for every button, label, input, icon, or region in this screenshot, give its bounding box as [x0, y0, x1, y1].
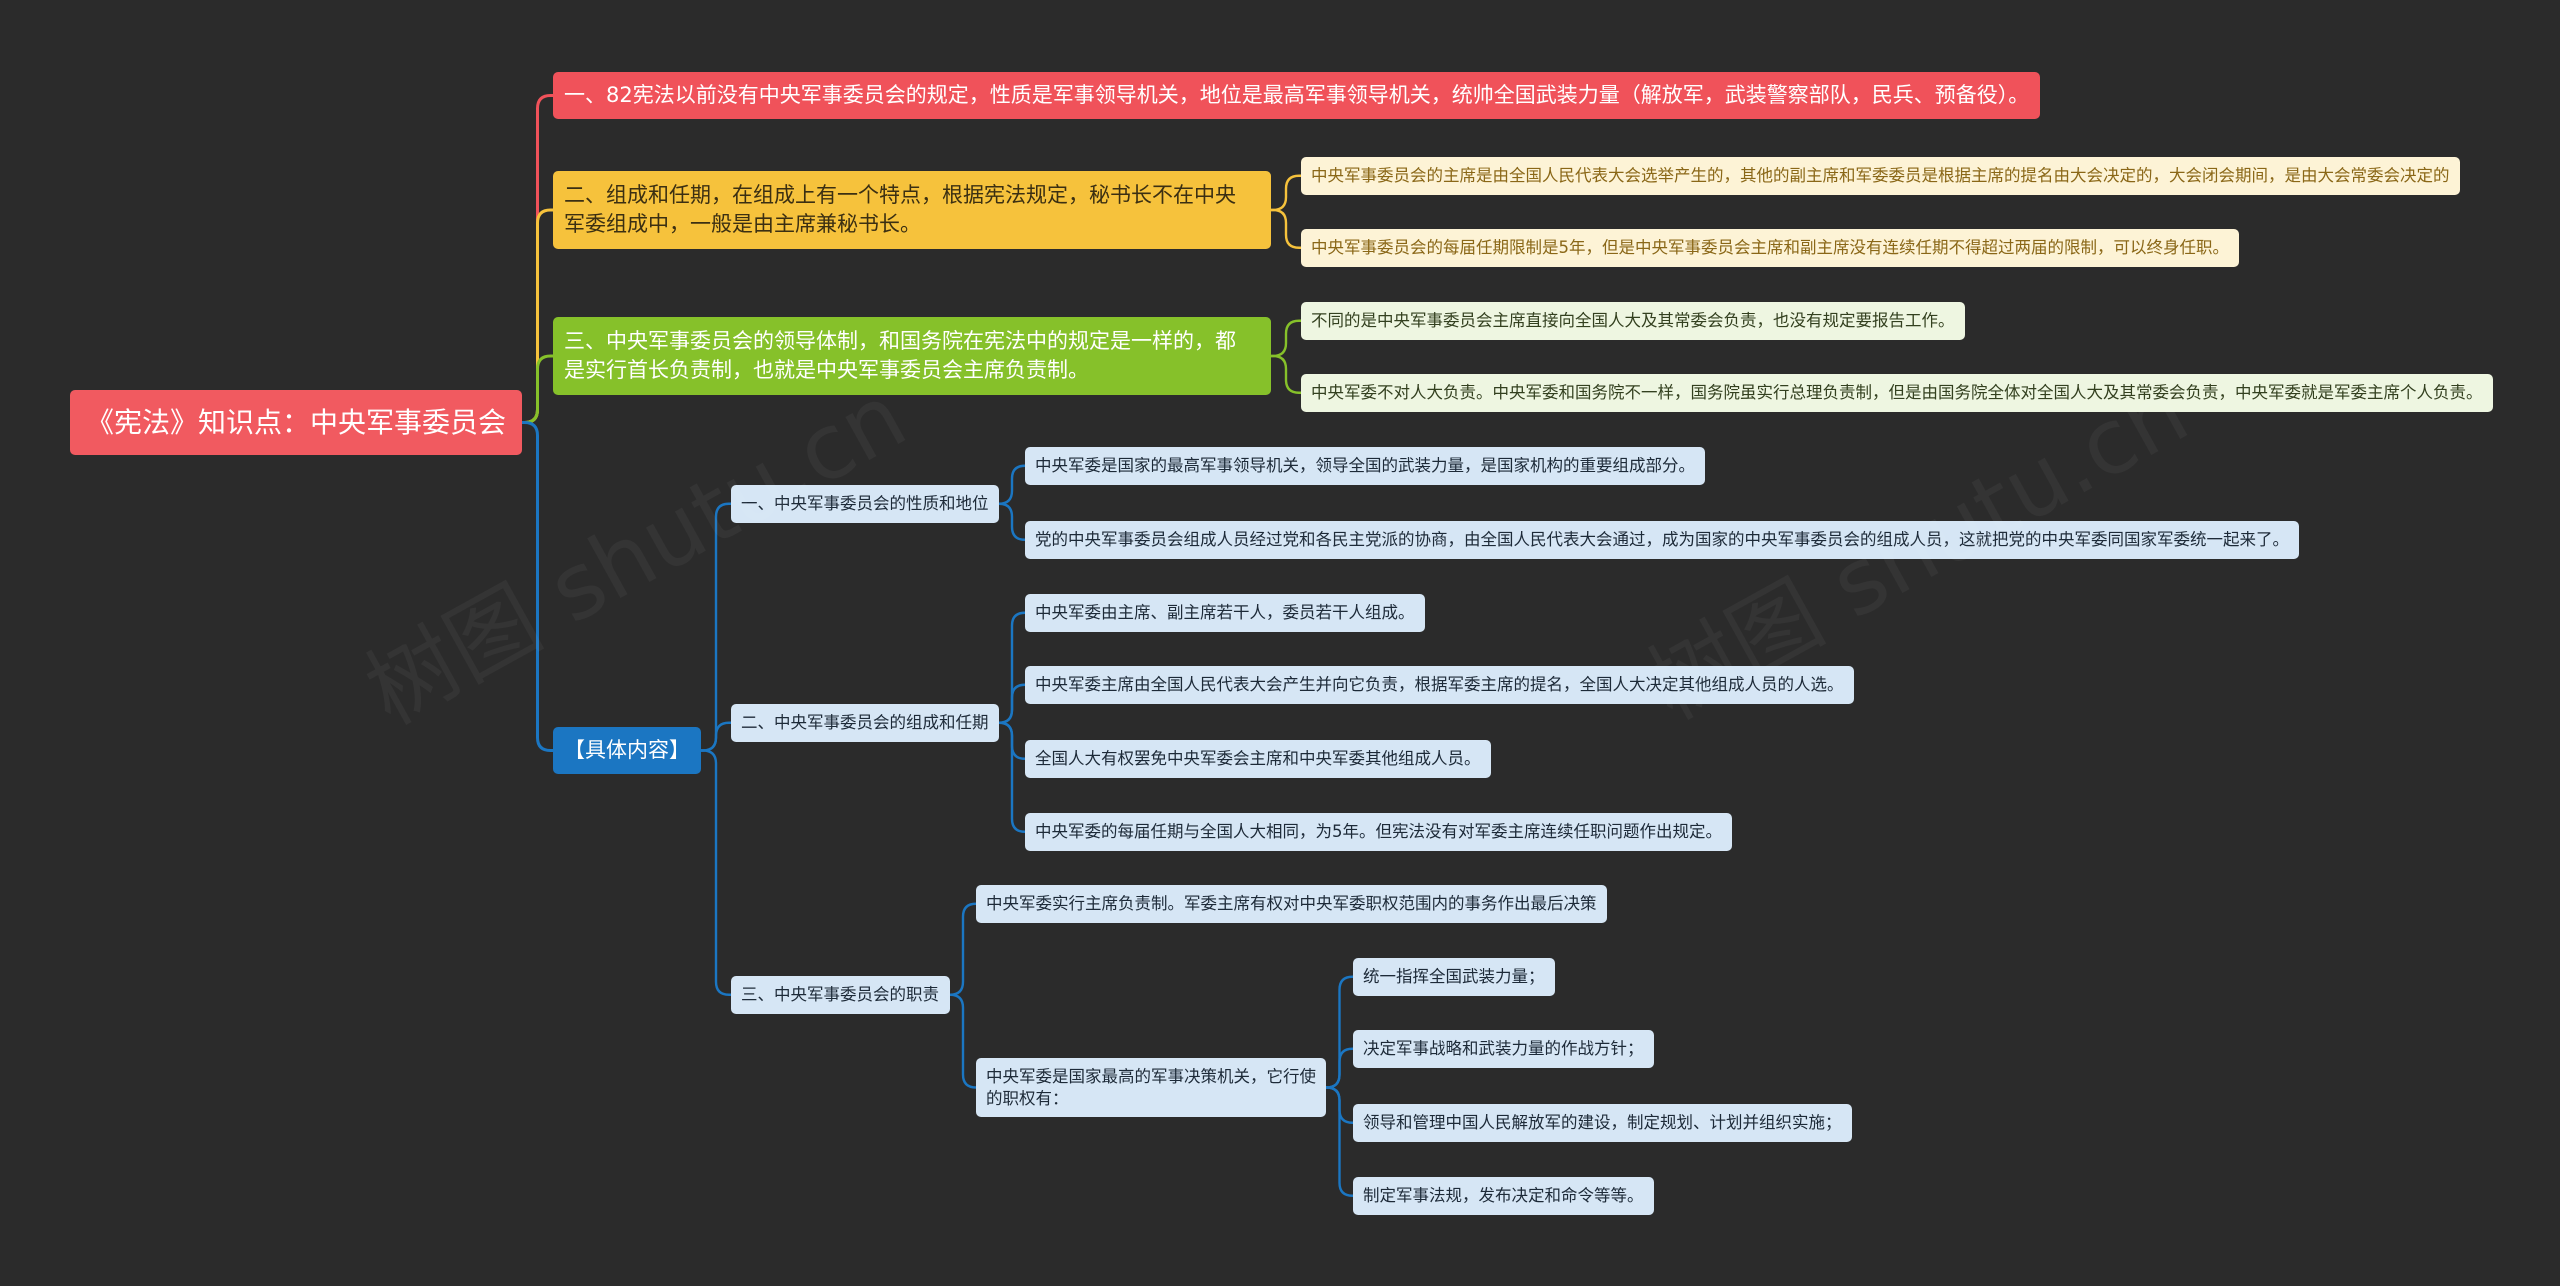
detail-node[interactable]: 中央军委的每届任期与全国人大相同，为5年。但宪法没有对军委主席连续任职问题作出规… [1025, 813, 1732, 851]
root-topic-label: 《宪法》知识点：中央军事委员会 [85, 406, 506, 439]
power-item-node[interactable]: 统一指挥全国武装力量； [1353, 958, 1555, 996]
branch-label: 一、82宪法以前没有中央军事委员会的规定，性质是军事领导机关，地位是最高军事领导… [564, 83, 2030, 107]
subtopic-node[interactable]: 三、中央军事委员会的职责 [731, 976, 950, 1014]
detail-node[interactable]: 中央军委不对人大负责。中央军委和国务院不一样，国务院虽实行总理负责制，但是由国务… [1301, 374, 2493, 412]
detail-node[interactable]: 全国人大有权罢免中央军委会主席和中央军委其他组成人员。 [1025, 740, 1491, 778]
connector-line [699, 721, 733, 752]
detail-label: 不同的是中央军事委员会主席直接向全国人大及其常委会负责，也没有规定要报告工作。 [1311, 311, 1955, 330]
connector-line [1269, 319, 1303, 358]
connector-line [520, 354, 555, 424]
detail-label: 中央军事委员会的每届任期限制是5年，但是中央军事委员会主席和副主席没有连续任期不… [1311, 238, 2229, 257]
subtopic-label: 一、中央军事委员会的性质和地位 [741, 494, 989, 513]
detail-label: 中央军委不对人大负责。中央军委和国务院不一样，国务院虽实行总理负责制，但是由国务… [1311, 383, 2483, 402]
connector-line [997, 502, 1027, 541]
detail-label: 中央军委由主席、副主席若干人，委员若干人组成。 [1035, 603, 1415, 622]
connector-line [699, 502, 733, 752]
detail-node[interactable]: 中央军事委员会的主席是由全国人民代表大会选举产生的，其他的副主席和军委委员是根据… [1301, 157, 2460, 195]
detail-node[interactable]: 中央军委主席由全国人民代表大会产生并向它负责，根据军委主席的提名，全国人大决定其… [1025, 666, 1854, 704]
detail-node[interactable]: 党的中央军事委员会组成人员经过党和各民主党派的协商，由全国人民代表大会通过，成为… [1025, 521, 2299, 559]
branch-label: 二、组成和任期，在组成上有一个特点，根据宪法规定，秘书长不在中央军委组成中，一般… [564, 183, 1236, 236]
connector-line [520, 421, 555, 752]
connector-line [948, 993, 978, 1089]
power-item-label: 统一指挥全国武装力量； [1363, 967, 1545, 986]
subtopic-label: 二、中央军事委员会的组成和任期 [741, 713, 989, 732]
branch-label: 三、中央军事委员会的领导体制，和国务院在宪法中的规定是一样的，都是实行首长负责制… [564, 329, 1236, 382]
power-item-label: 制定军事法规，发布决定和命令等等。 [1363, 1186, 1644, 1205]
branch-node-3[interactable]: 三、中央军事委员会的领导体制，和国务院在宪法中的规定是一样的，都是实行首长负责制… [553, 317, 1271, 395]
detail-label: 全国人大有权罢免中央军委会主席和中央军委其他组成人员。 [1035, 749, 1481, 768]
branch-node-4[interactable]: 【具体内容】 [553, 727, 701, 774]
detail-label: 中央军委主席由全国人民代表大会产生并向它负责，根据军委主席的提名，全国人大决定其… [1035, 675, 1844, 694]
branch-node-1[interactable]: 一、82宪法以前没有中央军事委员会的规定，性质是军事领导机关，地位是最高军事领导… [553, 72, 2041, 119]
connector-line [997, 464, 1027, 505]
detail-node[interactable]: 中央军委由主席、副主席若干人，委员若干人组成。 [1025, 594, 1425, 632]
detail-label: 党的中央军事委员会组成人员经过党和各民主党派的协商，由全国人民代表大会通过，成为… [1035, 530, 2289, 549]
subtopic-node[interactable]: 二、中央军事委员会的组成和任期 [731, 704, 999, 742]
detail-label: 中央军事委员会的主席是由全国人民代表大会选举产生的，其他的副主席和军委委员是根据… [1311, 166, 2450, 185]
detail-node[interactable]: 中央军事委员会的每届任期限制是5年，但是中央军事委员会主席和副主席没有连续任期不… [1301, 229, 2239, 267]
connector-line [1324, 1047, 1355, 1089]
detail-label: 中央军委实行主席负责制。军委主席有权对中央军委职权范围内的事务作出最后决策 [986, 894, 1597, 913]
detail-label: 中央军委是国家最高的军事决策机关，它行使的职权有： [986, 1066, 1316, 1108]
detail-node[interactable]: 中央军委是国家的最高军事领导机关，领导全国的武装力量，是国家机构的重要组成部分。 [1025, 447, 1705, 485]
power-item-node[interactable]: 领导和管理中国人民解放军的建设，制定规划、计划并组织实施； [1353, 1104, 1852, 1142]
detail-label: 中央军委是国家的最高军事领导机关，领导全国的武装力量，是国家机构的重要组成部分。 [1035, 456, 1695, 475]
connector-line [1269, 354, 1303, 394]
connector-line [699, 749, 733, 996]
branch-node-2[interactable]: 二、组成和任期，在组成上有一个特点，根据宪法规定，秘书长不在中央军委组成中，一般… [553, 171, 1271, 249]
power-item-label: 决定军事战略和武装力量的作战方针； [1363, 1039, 1644, 1058]
connector-line [997, 683, 1027, 724]
power-item-label: 领导和管理中国人民解放军的建设，制定规划、计划并组织实施； [1363, 1113, 1842, 1132]
detail-label: 中央军委的每届任期与全国人大相同，为5年。但宪法没有对军委主席连续任职问题作出规… [1035, 822, 1722, 841]
detail-node[interactable]: 不同的是中央军事委员会主席直接向全国人大及其常委会负责，也没有规定要报告工作。 [1301, 302, 1965, 340]
connector-line [1269, 208, 1303, 249]
branch-label: 【具体内容】 [564, 738, 690, 762]
connector-line [948, 902, 978, 996]
detail-group-node[interactable]: 中央军委是国家最高的军事决策机关，它行使的职权有： [976, 1058, 1326, 1117]
power-item-node[interactable]: 制定军事法规，发布决定和命令等等。 [1353, 1177, 1654, 1215]
connector-line [997, 721, 1027, 833]
detail-node[interactable]: 中央军委实行主席负责制。军委主席有权对中央军委职权范围内的事务作出最后决策 [976, 885, 1607, 923]
subtopic-node[interactable]: 一、中央军事委员会的性质和地位 [731, 485, 999, 523]
connector-line [1324, 1086, 1355, 1197]
power-item-node[interactable]: 决定军事战略和武装力量的作战方针； [1353, 1030, 1654, 1068]
subtopic-label: 三、中央军事委员会的职责 [741, 985, 939, 1004]
root-topic-node[interactable]: 《宪法》知识点：中央军事委员会 [70, 390, 522, 455]
connector-line [1269, 174, 1303, 212]
